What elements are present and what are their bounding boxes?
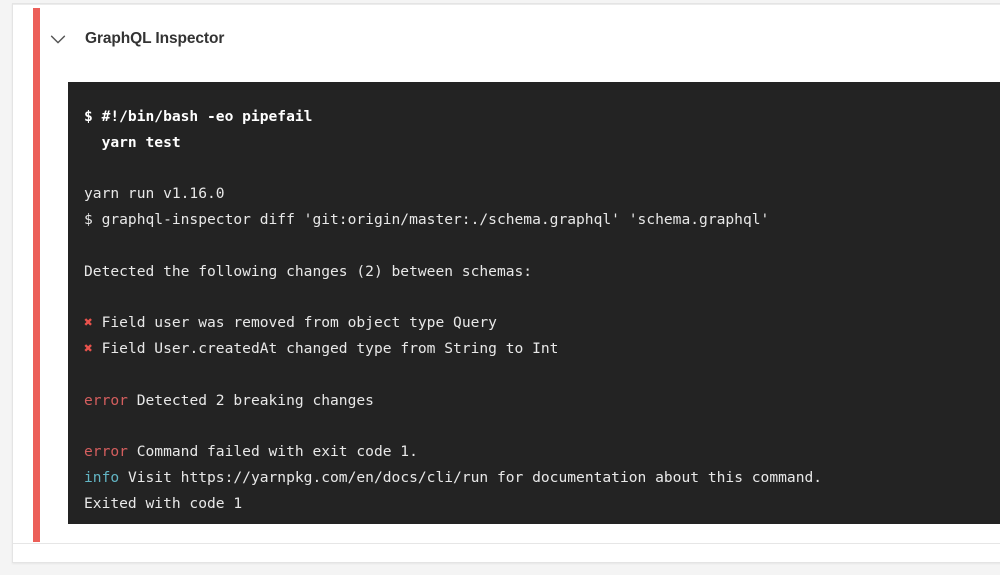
terminal-line: error Command failed with exit code 1. [84,439,1000,465]
breaking-change-icon: ✖ [84,340,93,358]
terminal-line-text: Command failed with exit code 1. [127,443,418,461]
terminal-line-text: Field User.createdAt changed type from S… [92,340,559,358]
error-label: error [84,391,128,409]
terminal-lines: $ #!/bin/bash -eo pipefail yarn test yar… [84,104,1000,517]
terminal-line-text: yarn run v1.16.0 [84,185,225,203]
terminal-line: yarn run v1.16.0 [84,181,1000,207]
info-label: info [84,469,120,487]
terminal-line [84,156,1000,182]
terminal-line: ✖ Field user was removed from object typ… [84,310,1000,336]
terminal-line: yarn test [84,130,1000,156]
terminal-output[interactable]: $ #!/bin/bash -eo pipefail yarn test yar… [68,82,1000,524]
terminal-line-text: Visit https://yarnpkg.com/en/docs/cli/ru… [119,469,823,487]
terminal-line: error Detected 2 breaking changes [84,388,1000,414]
terminal-line: $ #!/bin/bash -eo pipefail [84,104,1000,130]
terminal-line [84,362,1000,388]
terminal-line: ✖ Field User.createdAt changed type from… [84,336,1000,362]
terminal-line [84,285,1000,311]
chevron-down-icon[interactable] [47,28,69,50]
terminal-line-text: Detected the following changes (2) betwe… [84,262,533,280]
card-top-divider [13,4,1000,5]
status-accent-bar [33,8,40,542]
terminal-line-text: Field user was removed from object type … [92,314,497,332]
build-step-card: GraphQL Inspector $ #!/bin/bash -eo pipe… [12,3,1000,563]
terminal-line: Exited with code 1 [84,491,1000,517]
terminal-command-text: $ #!/bin/bash -eo pipefail [84,108,313,125]
breaking-change-icon: ✖ [84,314,93,332]
terminal-line: $ graphql-inspector diff 'git:origin/mas… [84,207,1000,233]
page-title: GraphQL Inspector [85,30,225,47]
terminal-line-text: $ graphql-inspector diff 'git:origin/mas… [84,211,770,229]
terminal-line [84,233,1000,259]
card-divider [13,543,1000,544]
terminal-line [84,414,1000,440]
terminal-line-text: Exited with code 1 [84,494,243,512]
terminal-command-text: yarn test [84,133,181,151]
terminal-line: info Visit https://yarnpkg.com/en/docs/c… [84,465,1000,491]
terminal-line: Detected the following changes (2) betwe… [84,259,1000,285]
terminal-line-text: Detected 2 breaking changes [127,391,374,409]
error-label: error [84,443,128,461]
step-header[interactable]: GraphQL Inspector [47,18,224,60]
